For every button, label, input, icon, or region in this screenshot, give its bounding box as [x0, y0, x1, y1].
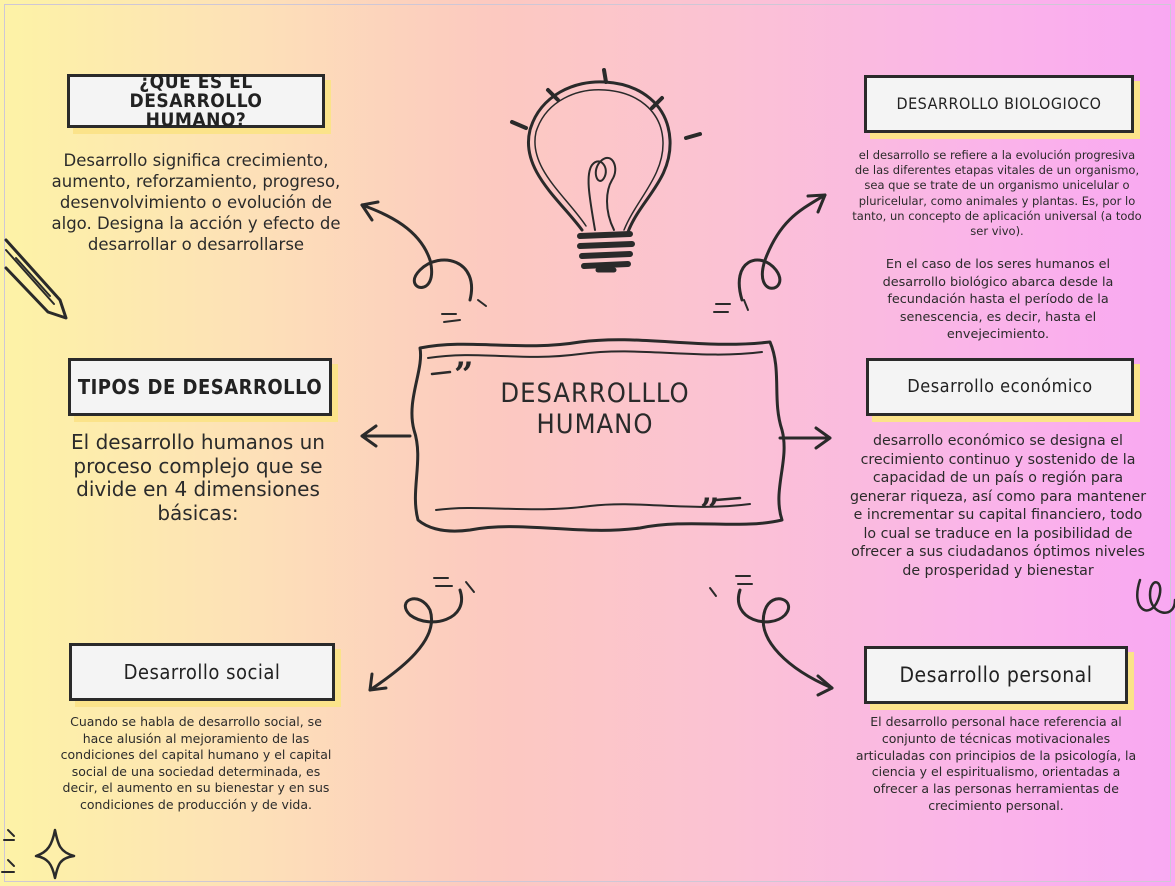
heading-tipos-text: TIPOS DE DESARROLLO: [77, 375, 323, 399]
pencil-icon: [4, 238, 68, 320]
heading-biologico: DESARROLLO BIOLOGIOCO: [864, 75, 1134, 133]
heading-que-es: ¿QUE ES EL DESARROLLO HUMANO?: [67, 70, 325, 131]
text-biologico-1: el desarrollo se refiere a la evolución …: [852, 148, 1142, 239]
text-social: Cuando se habla de desarrollo social, se…: [60, 714, 332, 812]
svg-text:”: ”: [700, 491, 720, 531]
text-personal: El desarrollo personal hace referencia a…: [855, 714, 1137, 813]
center-frame: [410, 338, 786, 533]
center-title: DESARROLLLO HUMANO: [500, 378, 690, 440]
heading-personal: Desarrollo personal: [864, 646, 1128, 704]
heading-biologico-text: DESARROLLO BIOLOGIOCO: [896, 94, 1102, 113]
text-tipos: El desarrollo humanos un proceso complej…: [71, 430, 325, 525]
heading-economico: Desarrollo económico: [866, 358, 1134, 416]
heading-social: Desarrollo social: [69, 643, 335, 701]
svg-text:”: ”: [454, 355, 474, 395]
heading-social-text: Desarrollo social: [123, 660, 281, 684]
heading-personal-text: Desarrollo personal: [899, 662, 1093, 687]
text-que-es: Desarrollo significa crecimiento, aument…: [51, 151, 341, 254]
heading-economico-text: Desarrollo económico: [907, 376, 1093, 397]
heading-tipos: TIPOS DE DESARROLLO: [68, 358, 332, 416]
lightbulb-icon: [510, 68, 702, 273]
heading-que-es-text: ¿QUE ES EL DESARROLLO HUMANO?: [129, 70, 263, 131]
text-biologico-2: En el caso de los seres humanos el desar…: [882, 257, 1114, 342]
sparkle-icon: [1, 828, 76, 880]
text-economico: desarrollo económico se designa el creci…: [849, 433, 1147, 579]
